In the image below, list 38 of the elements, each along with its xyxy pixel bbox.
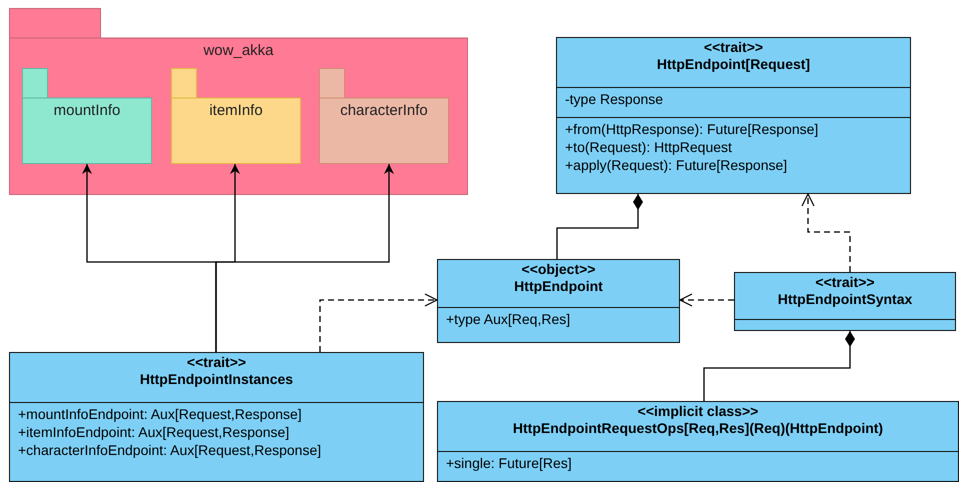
arrow [215, 164, 394, 352]
member-text: +characterInfoEndpoint: Aux[Request,Response] [18, 441, 322, 459]
package-name: itemInfo [209, 102, 263, 119]
class-name: HttpEndpointRequestOps[Req,Res](Req)(HttpEndpoint) [512, 420, 884, 437]
uml-class-box [437, 259, 680, 343]
stereotype-label: <<trait>> [815, 274, 875, 291]
stereotype-label: <<implicit class>> [638, 403, 758, 420]
member-text: +from(HttpResponse): Future[Response] [565, 120, 818, 138]
uml-class-box [556, 37, 911, 194]
member-text: +type Aux[Req,Res] [446, 310, 570, 328]
uml-class-box [437, 401, 959, 482]
stereotype-label: <<trait>> [704, 39, 764, 56]
package-folder [319, 68, 449, 164]
dependency-arrow [679, 293, 734, 307]
class-name: HttpEndpointInstances [140, 371, 294, 388]
package-folder [171, 68, 301, 164]
package-folder [9, 8, 468, 195]
composition-line [703, 331, 855, 401]
member-text: +to(Request): HttpRequest [565, 138, 732, 156]
package-folder [22, 68, 152, 164]
member-text: +single: Future[Res] [446, 454, 572, 472]
package-name: wow_akka [203, 42, 274, 59]
class-name: HttpEndpoint[Request] [656, 56, 810, 73]
uml-class-box [734, 272, 956, 331]
member-text: +apply(Request): Future[Response] [565, 156, 788, 174]
class-name: HttpEndpointSyntax [778, 291, 912, 308]
member-text: +mountInfoEndpoint: Aux[Request,Response] [18, 405, 302, 423]
uml-class-box [9, 352, 424, 482]
composition-line [556, 194, 643, 259]
member-text: +itemInfoEndpoint: Aux[Request,Response] [18, 423, 290, 441]
package-name: characterInfo [340, 102, 428, 119]
stereotype-label: <<trait>> [186, 354, 246, 371]
package-name: mountInfo [54, 102, 120, 119]
dependency-arrow [801, 193, 851, 272]
dependency-arrow [319, 293, 438, 352]
attribute-text: -type Response [565, 90, 664, 108]
stereotype-label: <<object>> [522, 261, 596, 278]
class-name: HttpEndpoint [514, 278, 603, 295]
